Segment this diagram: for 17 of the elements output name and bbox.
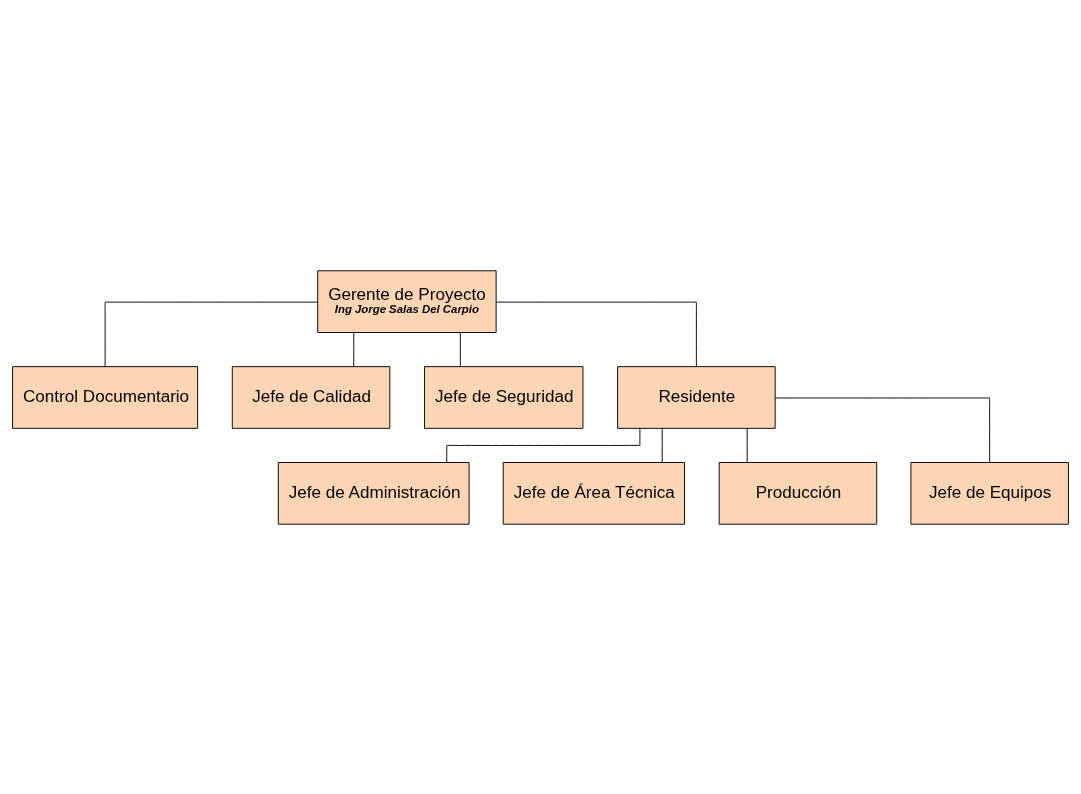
- node-box: Control Documentario: [12, 365, 199, 429]
- connector: [774, 397, 991, 463]
- connector: [661, 427, 663, 463]
- connector: [446, 427, 641, 463]
- node-box: Jefe de Equipos: [910, 461, 1069, 525]
- node-box: Jefe de Área Técnica: [502, 461, 685, 525]
- connector: [459, 331, 461, 367]
- connector: [104, 301, 319, 367]
- node-box: Jefe de Administración: [277, 461, 470, 525]
- node-box: Gerente de Proyecto Ing Jorge Salas Del Carpio: [317, 269, 497, 333]
- connector: [496, 301, 697, 367]
- connector: [746, 427, 748, 463]
- node-box: Jefe de Calidad: [231, 365, 391, 429]
- node-box: Jefe de Seguridad: [424, 365, 584, 429]
- node-box: Residente: [617, 365, 776, 429]
- node-box: Producción: [718, 461, 878, 525]
- connector: [353, 331, 355, 367]
